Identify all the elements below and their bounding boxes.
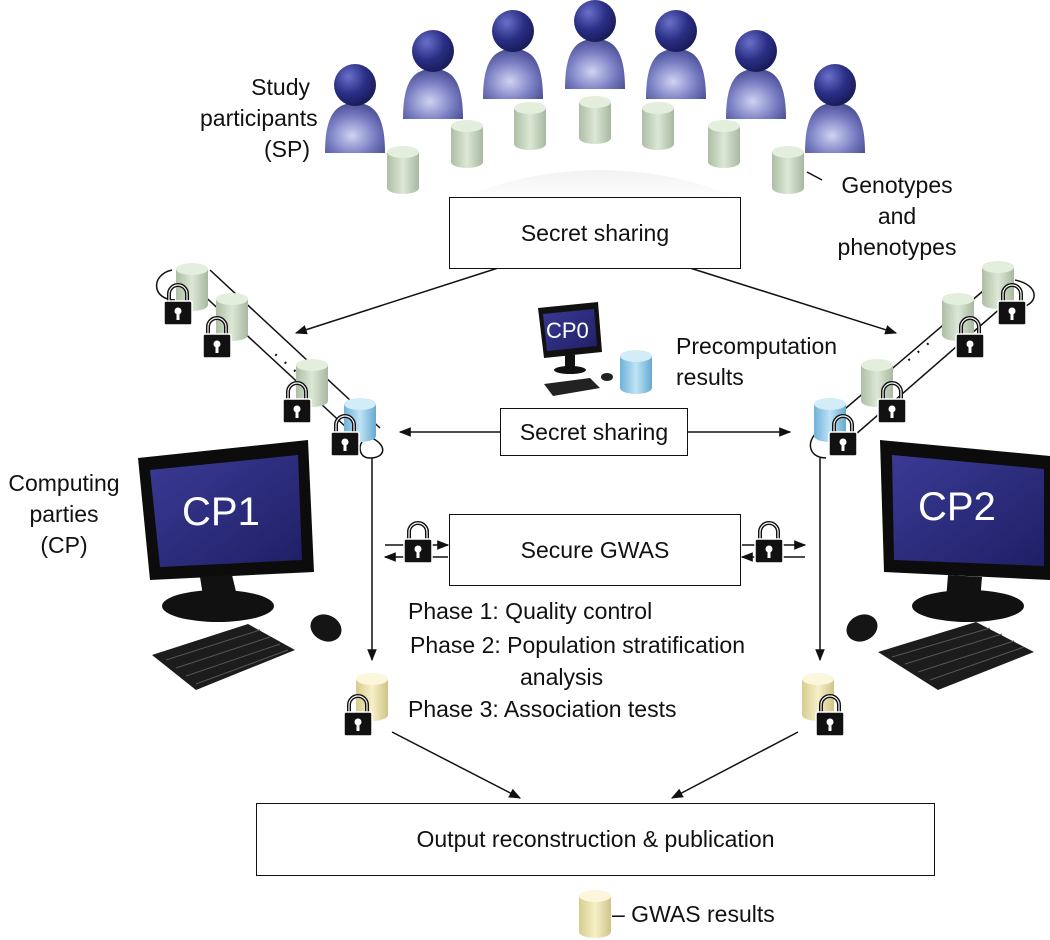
secret-sharing-top-box: Secret sharing bbox=[449, 197, 741, 269]
genotype-cylinder-icon bbox=[579, 96, 611, 144]
cp2-screen-label: CP2 bbox=[918, 485, 996, 529]
genotype-cylinder-icon bbox=[451, 120, 483, 168]
study-participants-label: Study participants (SP) bbox=[200, 74, 318, 162]
cp1-secure-channel bbox=[383, 521, 450, 565]
cp1-share-chain bbox=[155, 263, 384, 459]
lock-icon bbox=[753, 521, 785, 565]
cp2-ellipsis: · · · bbox=[899, 333, 937, 370]
genotype-cylinder-icon bbox=[708, 120, 740, 168]
genotype-cylinder-icon bbox=[514, 102, 546, 150]
cp2-computer-icon: CP2 bbox=[846, 440, 1050, 690]
precomputation-results-label: Precomputation results bbox=[676, 333, 838, 390]
legend-gwas-cylinder-icon bbox=[579, 890, 611, 938]
cp1-computer-icon: CP1 bbox=[138, 440, 342, 690]
phase3-label: Phase 3: Association tests bbox=[408, 696, 677, 722]
secret-sharing-middle-box: Secret sharing bbox=[500, 408, 688, 456]
cp2-share-chain bbox=[809, 261, 1035, 459]
arrow-to-cp1-shares bbox=[294, 267, 499, 335]
arrow-to-cp2-shares bbox=[689, 267, 898, 335]
computing-parties-label: Computing parties (CP) bbox=[8, 470, 120, 558]
phase2-label: Phase 2: Population stratification bbox=[410, 632, 745, 658]
secure-gwas-box: Secure GWAS bbox=[449, 514, 741, 586]
participant-person-icon bbox=[483, 10, 543, 99]
participant-person-icon bbox=[325, 64, 385, 153]
cp0-screen-label: CP0 bbox=[546, 318, 589, 343]
genotype-cylinder-icon bbox=[642, 102, 674, 150]
genotype-cylinder-icon bbox=[387, 146, 419, 194]
cp0-computer-icon: CP0 bbox=[538, 302, 613, 396]
gwas-results-legend-label: – GWAS results bbox=[612, 901, 775, 927]
cp2-secure-channel bbox=[740, 521, 807, 565]
cp1-screen-label: CP1 bbox=[182, 490, 260, 534]
arrow-cp2-to-output bbox=[670, 731, 799, 799]
participant-person-icon bbox=[646, 10, 706, 99]
lock-icon bbox=[402, 521, 434, 565]
arrow-cp1-to-output bbox=[391, 731, 522, 799]
phase2-continuation-label: analysis bbox=[520, 664, 604, 690]
genotype-cylinder-icon bbox=[772, 146, 804, 194]
phase1-label: Phase 1: Quality control bbox=[408, 598, 653, 624]
genotypes-phenotypes-label: Genotypes and phenotypes bbox=[837, 172, 957, 260]
participant-person-icon bbox=[565, 0, 625, 89]
output-reconstruction-box: Output reconstruction & publication bbox=[256, 803, 935, 876]
participant-person-icon bbox=[805, 64, 865, 153]
participant-person-icon bbox=[726, 30, 786, 119]
genotypes-leader-line bbox=[806, 171, 823, 181]
participant-person-icon bbox=[403, 30, 463, 119]
precomputation-cylinder-icon bbox=[620, 350, 652, 394]
participants-arc bbox=[455, 170, 745, 200]
